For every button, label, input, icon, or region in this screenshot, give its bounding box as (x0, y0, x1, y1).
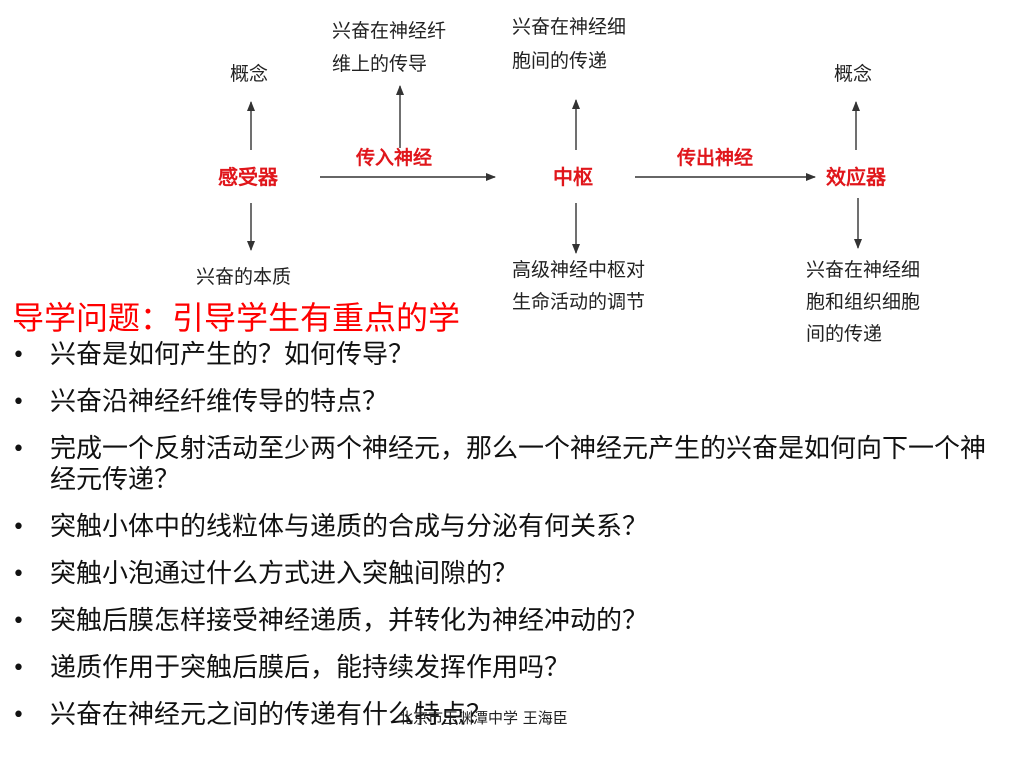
bullet: • (12, 390, 25, 415)
question-item: • 突触后膜怎样接受神经递质，并转化为神经冲动的？ (0, 606, 1000, 637)
bullet: • (12, 515, 25, 540)
question-text: 兴奋是如何产生的？如何传导？ (50, 340, 415, 370)
question-item: • 突触小体中的线粒体与递质的合成与分泌有何关系？ (0, 512, 1000, 543)
bullet: • (12, 609, 25, 634)
question-text: 递质作用于突触后膜后，能持续发挥作用吗？ (50, 653, 571, 683)
question-item: • 兴奋是如何产生的？如何传导？ (0, 340, 1000, 371)
question-text: 完成一个反射活动至少两个神经元，那么一个神经元产生的兴奋是如何向下一个神经元传递… (50, 434, 987, 495)
bullet: • (12, 343, 25, 368)
afferent-note-line-1: 兴奋在神经纤 (332, 20, 446, 42)
question-item: • 完成一个反射活动至少两个神经元，那么一个神经元产生的兴奋是如何向下一个神经元传… (0, 434, 1000, 496)
bullet: • (12, 703, 25, 728)
question-text: 兴奋在神经元之间的传递有什么特点？ (50, 700, 493, 730)
bullet: • (12, 562, 25, 587)
question-text: 突触后膜怎样接受神经递质，并转化为神经冲动的？ (50, 606, 649, 636)
effector-concept-label: 概念 (834, 62, 872, 85)
question-text: 突触小泡通过什么方式进入突触间隙的？ (50, 559, 519, 589)
question-item: • 递质作用于突触后膜后，能持续发挥作用吗？ (0, 653, 1000, 684)
receptor-concept-label: 概念 (230, 62, 268, 85)
bullet: • (12, 656, 25, 681)
edge-label-afferent: 传入神经 (355, 146, 432, 169)
center-top-note-line-1: 兴奋在神经细 (512, 16, 626, 38)
node-receptor: 感受器 (218, 165, 279, 189)
node-center: 中枢 (553, 165, 593, 189)
effector-note-line-1: 兴奋在神经细 (806, 259, 920, 281)
guide-questions-heading: 导学问题：引导学生有重点的学 (12, 299, 461, 337)
footer-author: 北京市玉渊潭中学 王海臣 (398, 709, 568, 727)
edge-label-efferent: 传出神经 (676, 146, 753, 169)
effector-note-line-3: 间的传递 (806, 323, 882, 345)
question-text: 突触小体中的线粒体与递质的合成与分泌有何关系？ (50, 512, 649, 542)
bullet: • (12, 437, 25, 462)
receptor-essence-label: 兴奋的本质 (196, 266, 291, 288)
question-item: • 突触小泡通过什么方式进入突触间隙的？ (0, 559, 1000, 590)
afferent-note-line-2: 维上的传导 (332, 53, 427, 75)
node-effector: 效应器 (826, 165, 887, 189)
question-text: 兴奋沿神经纤维传导的特点？ (50, 387, 389, 417)
effector-note-line-2: 胞和组织细胞 (806, 291, 920, 313)
center-bottom-note-line-1: 高级神经中枢对 (512, 259, 645, 281)
question-item: • 兴奋沿神经纤维传导的特点？ (0, 387, 1000, 418)
question-list: • 兴奋是如何产生的？如何传导？ • 兴奋沿神经纤维传导的特点？ • 完成一个反射活动… (0, 340, 1000, 747)
reflex-arc-diagram: 感受器 中枢 效应器 传入神经 传出神经 概念 兴奋的本质 兴奋在神经纤 维上的… (196, 16, 920, 345)
center-bottom-note-line-2: 生命活动的调节 (512, 291, 645, 313)
question-item: • 兴奋在神经元之间的传递有什么特点？ (0, 700, 1000, 731)
center-top-note-line-2: 胞间的传递 (512, 50, 607, 72)
